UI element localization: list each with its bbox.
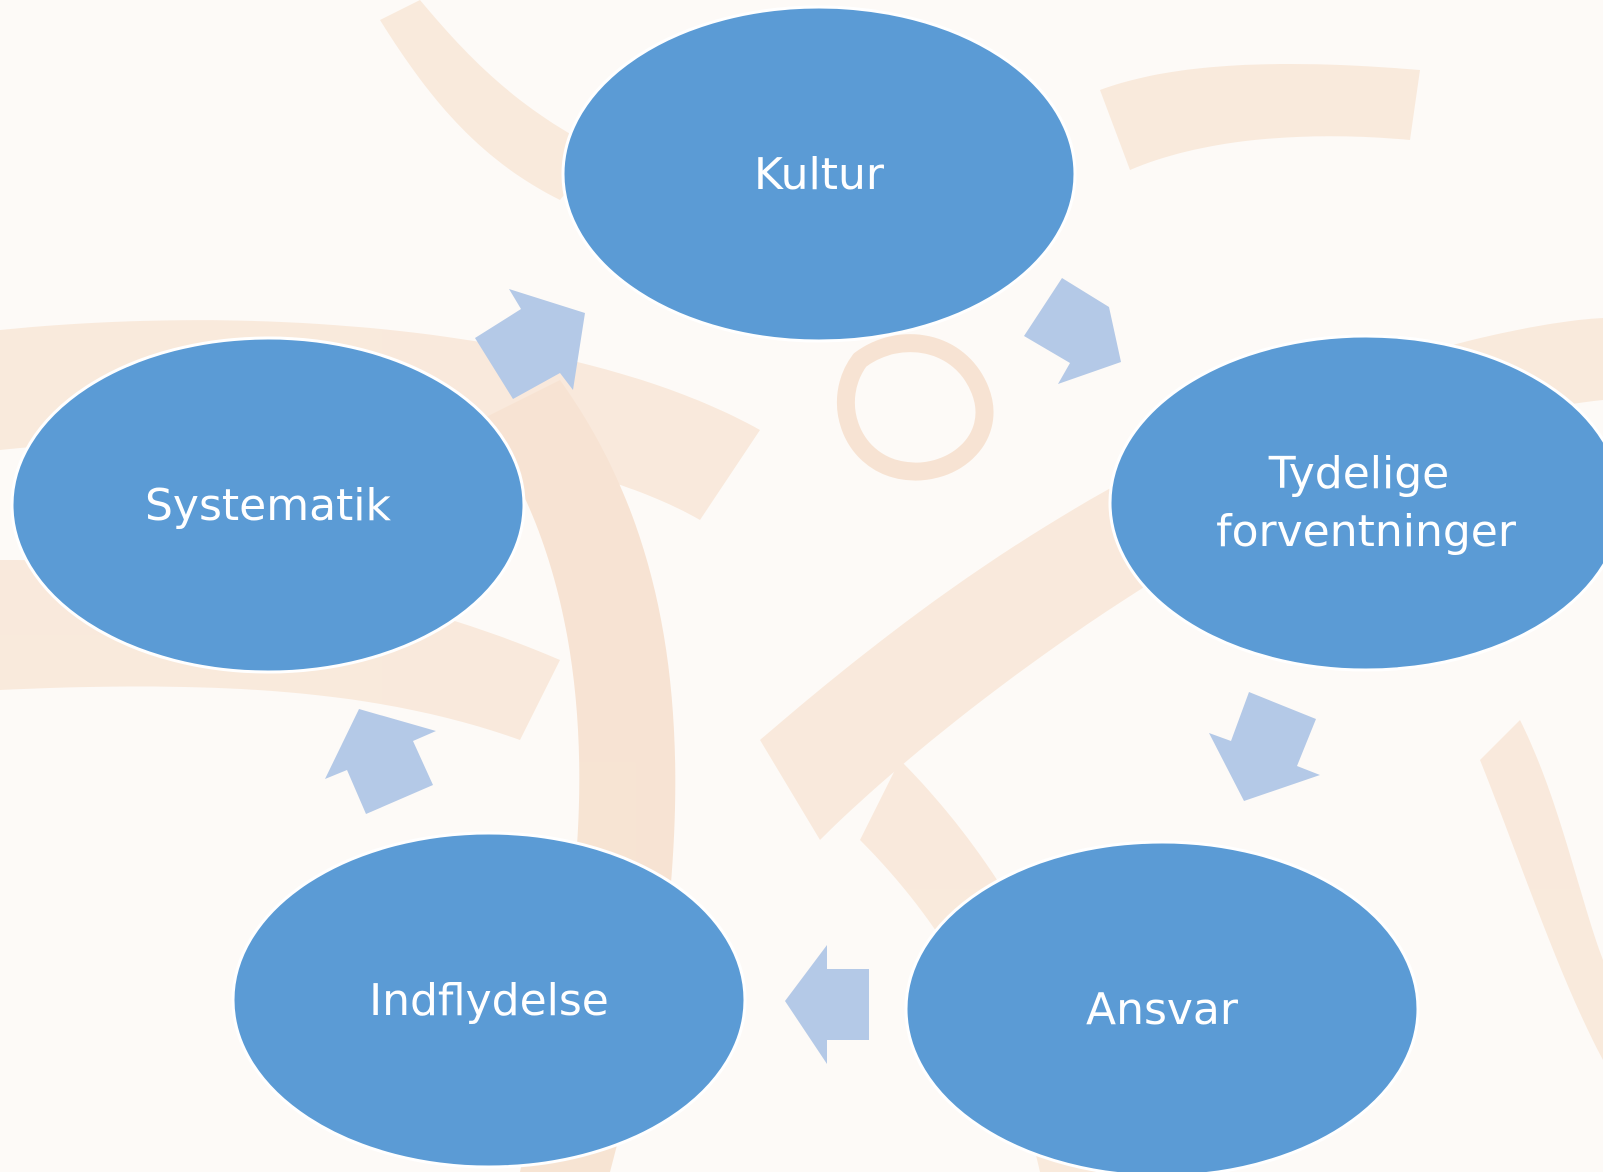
arrow-systematik-to-kultur bbox=[475, 289, 585, 399]
node-indflydelse: Indflydelse bbox=[231, 831, 747, 1169]
node-systematik: Systematik bbox=[10, 336, 526, 674]
node-kultur-label: Kultur bbox=[754, 149, 885, 200]
node-indflydelse-label: Indflydelse bbox=[369, 975, 609, 1026]
cycle-arrows bbox=[325, 278, 1320, 1064]
node-systematik-label: Systematik bbox=[145, 480, 392, 531]
arrow-forventninger-to-ansvar bbox=[1209, 692, 1320, 801]
svg-text:Ansvar: Ansvar bbox=[1086, 984, 1239, 1035]
svg-text:Tydelige forventninger: Tydelige forventninger bbox=[1216, 448, 1517, 557]
svg-text:Indflydelse: Indflydelse bbox=[369, 975, 609, 1026]
arrow-kultur-to-forventninger bbox=[1024, 278, 1121, 384]
svg-text:Systematik: Systematik bbox=[145, 480, 392, 531]
node-tydelige-forventninger: Tydelige forventninger bbox=[1108, 334, 1603, 672]
node-tydelige-forventninger-label-line1: Tydelige bbox=[1268, 448, 1450, 499]
node-tydelige-forventninger-label-line2: forventninger bbox=[1216, 506, 1517, 557]
arrow-ansvar-to-indflydelse bbox=[785, 945, 869, 1064]
arrow-indflydelse-to-systematik bbox=[325, 709, 436, 814]
node-kultur: Kultur bbox=[561, 5, 1077, 343]
node-ansvar-label: Ansvar bbox=[1086, 984, 1239, 1035]
node-ansvar: Ansvar bbox=[904, 840, 1420, 1172]
svg-text:Kultur: Kultur bbox=[754, 149, 885, 200]
